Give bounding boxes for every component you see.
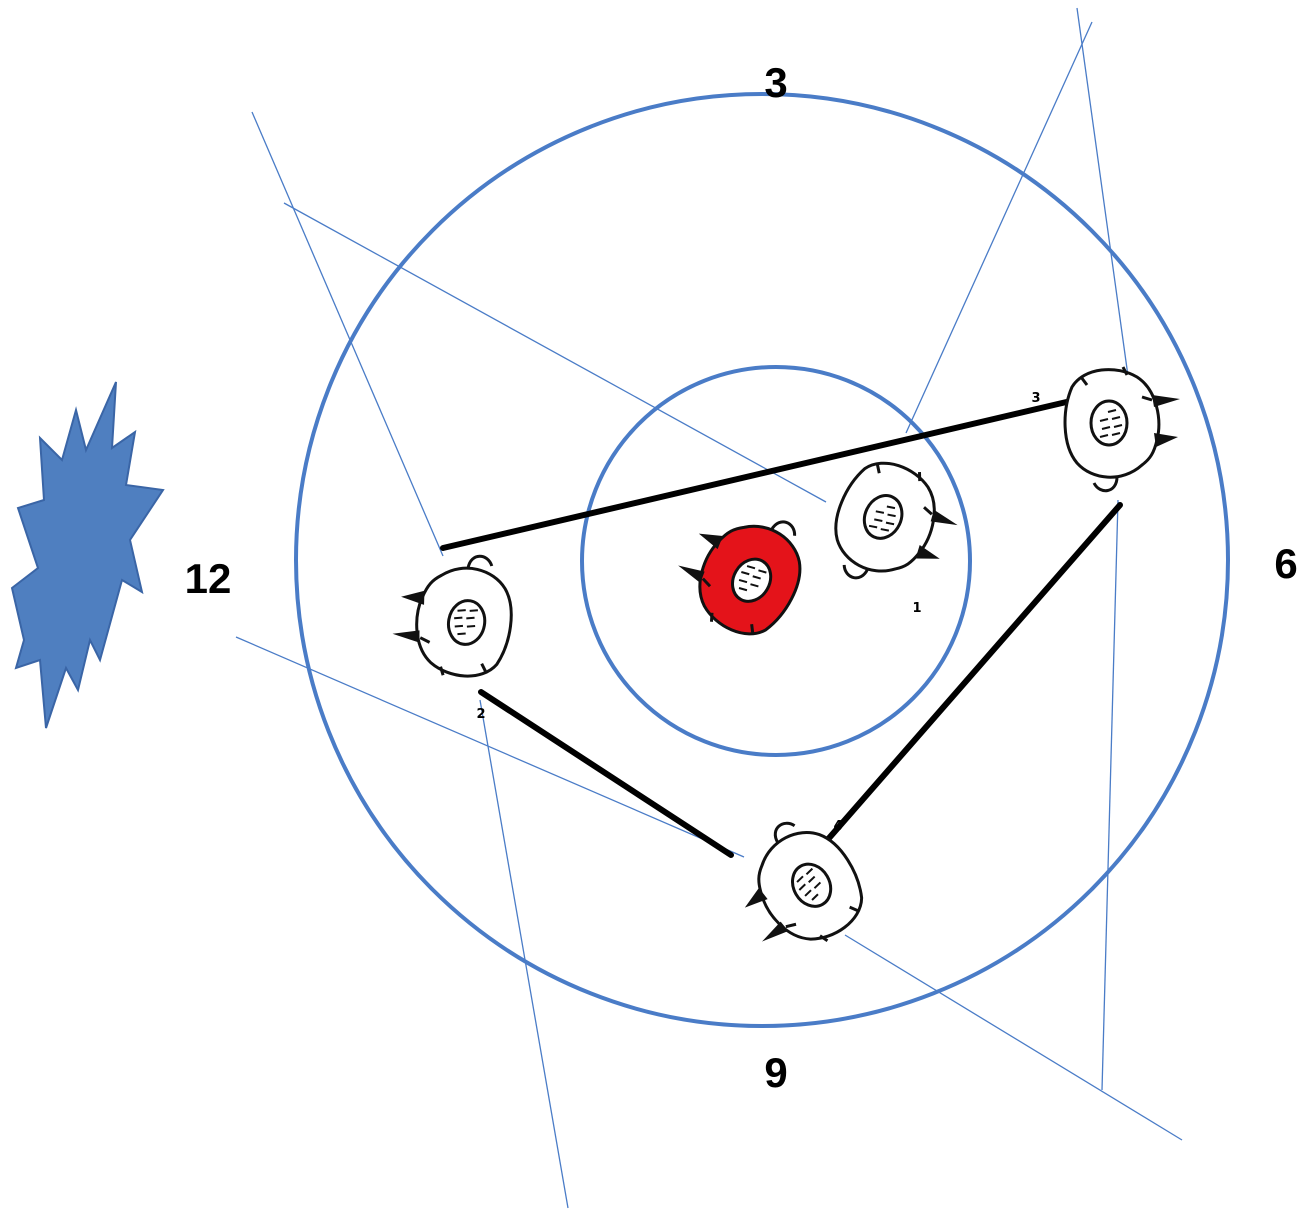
sight-line <box>905 21 1093 434</box>
position-label-4: 4 <box>833 819 842 834</box>
label-right: 6 <box>1274 540 1297 587</box>
position-label-2: 2 <box>476 707 485 722</box>
red-animal-icon <box>660 484 826 653</box>
explosion-starburst-icon <box>10 381 165 729</box>
position-label-3: 3 <box>1031 391 1040 406</box>
outer-ring <box>294 92 1230 1028</box>
sight-line <box>844 934 1183 1141</box>
label-left: 12 <box>185 555 232 602</box>
sight-line <box>1101 499 1119 1091</box>
link-line-2-4 <box>478 689 734 858</box>
inner-ring <box>580 365 972 757</box>
sight-line <box>235 636 745 858</box>
sight-lines <box>235 7 1183 1209</box>
animal-icon <box>1063 365 1182 493</box>
label-top: 3 <box>764 59 787 106</box>
link-line-3-4 <box>820 502 1123 848</box>
animal-icon <box>714 803 880 971</box>
sight-line <box>251 111 444 557</box>
label-bottom: 9 <box>764 1049 787 1096</box>
sight-line <box>1076 7 1129 377</box>
link-lines <box>440 397 1123 858</box>
sight-line <box>283 202 827 503</box>
link-line-2-3 <box>440 397 1078 551</box>
position-label-1: 1 <box>912 601 921 616</box>
animal-icon <box>385 541 524 687</box>
sight-line <box>479 699 569 1209</box>
